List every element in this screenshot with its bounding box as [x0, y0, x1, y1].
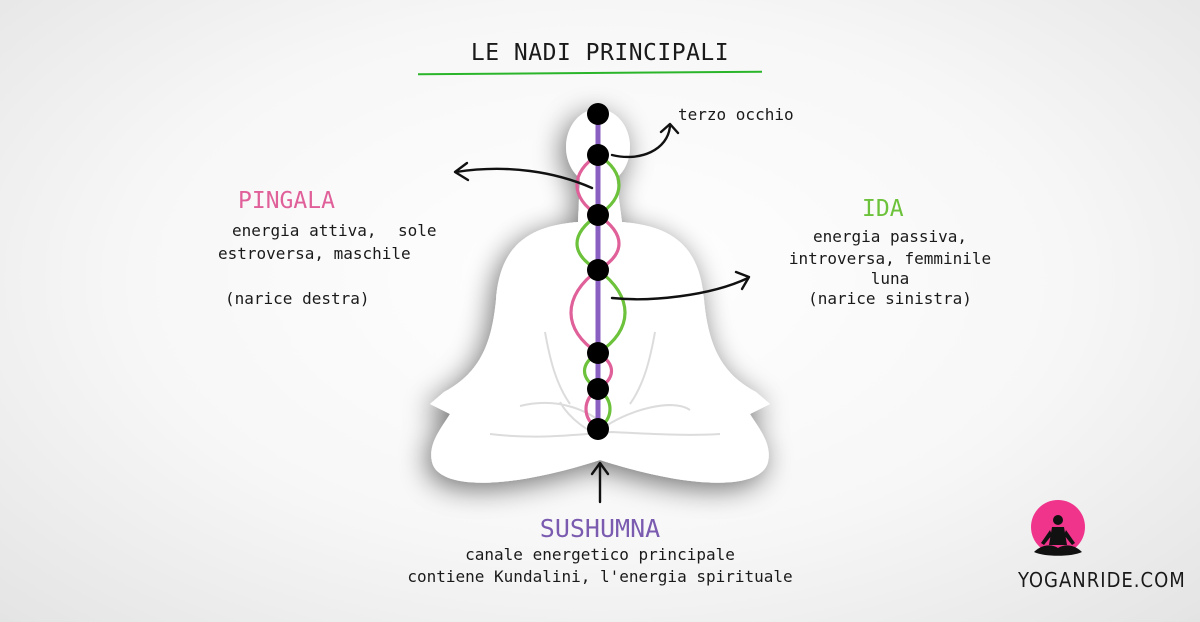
chakra-dot-sacral: [587, 378, 609, 400]
chakra-dot-heart: [587, 259, 609, 281]
pingala-title: PINGALA: [238, 188, 335, 214]
chakra-dot-throat: [587, 204, 609, 226]
chakra-dots: [587, 103, 609, 440]
chakra-dot-third-eye: [587, 144, 609, 166]
pingala-arrow: [454, 167, 594, 190]
ida-description: energia passiva, introversa, femminile l…: [780, 226, 1000, 310]
ida-desc-line2: introversa, femminile: [788, 249, 992, 268]
pingala-desc-line2: estroversa, maschile: [218, 244, 411, 263]
chakra-dot-root: [587, 418, 609, 440]
arrows: [453, 122, 751, 504]
sushumna-arrow-head: [590, 461, 610, 476]
pingala-desc-line1: energia attiva,: [232, 221, 377, 240]
pingala-desc-line3: (narice destra): [225, 289, 370, 308]
sushumna-desc-line1: canale energetico principale: [465, 545, 735, 564]
ida-title: IDA: [862, 196, 904, 222]
ida-arrow: [610, 276, 750, 301]
sushumna-desc-line2: contiene Kundalini, l'energia spirituale: [407, 567, 793, 586]
chakra-dot-solar-plexus: [587, 342, 609, 364]
page-title: LE NADI PRINCIPALI: [470, 40, 730, 66]
ida-desc-line3: luna: [870, 269, 910, 288]
meditating-person-icon: [1034, 515, 1082, 556]
third-eye-arrow-head: [659, 122, 680, 135]
logo-text: YOGANRIDE.COM: [1018, 568, 1186, 592]
third-eye-arrow: [610, 124, 672, 159]
chakra-dot-crown: [587, 103, 609, 125]
ida-desc-line4: (narice sinistra): [808, 289, 972, 308]
ida-desc-line1: energia passiva,: [812, 227, 968, 246]
logo-mark: [1031, 500, 1085, 556]
sushumna-title: SUSHUMNA: [539, 514, 661, 543]
pingala-arrow-head: [453, 161, 470, 182]
third-eye-label: terzo occhio: [678, 105, 794, 124]
pingala-desc-sun: sole: [398, 221, 437, 240]
ida-arrow-head: [734, 270, 751, 291]
